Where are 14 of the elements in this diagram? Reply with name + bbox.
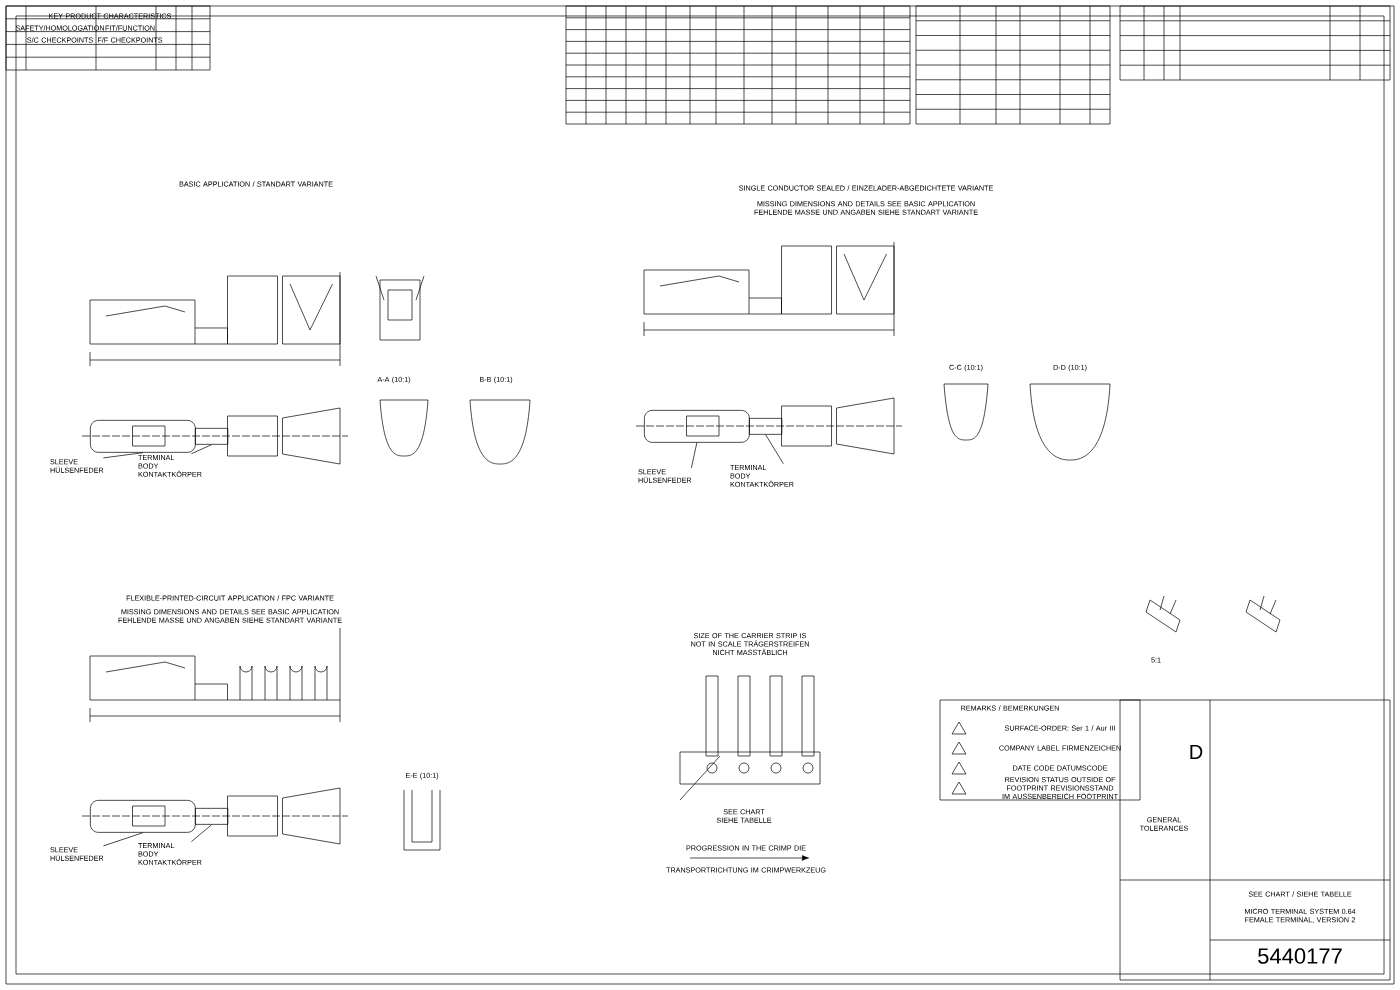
sleeve-drawing (644, 410, 750, 443)
leader-line (103, 832, 144, 847)
terminal-body-drawing (195, 428, 229, 445)
leader-line (103, 452, 144, 459)
leader-line (765, 434, 784, 465)
terminal-body-drawing (195, 808, 229, 825)
label-text: D (1190, 745, 1203, 759)
sleeve-drawing (90, 420, 196, 453)
label-text: 5440177 (1258, 948, 1342, 964)
leader-line (691, 442, 698, 469)
leader-line (191, 824, 212, 843)
leader-line (191, 444, 212, 455)
sleeve-drawing (90, 800, 196, 833)
terminal-body-drawing (749, 418, 783, 435)
